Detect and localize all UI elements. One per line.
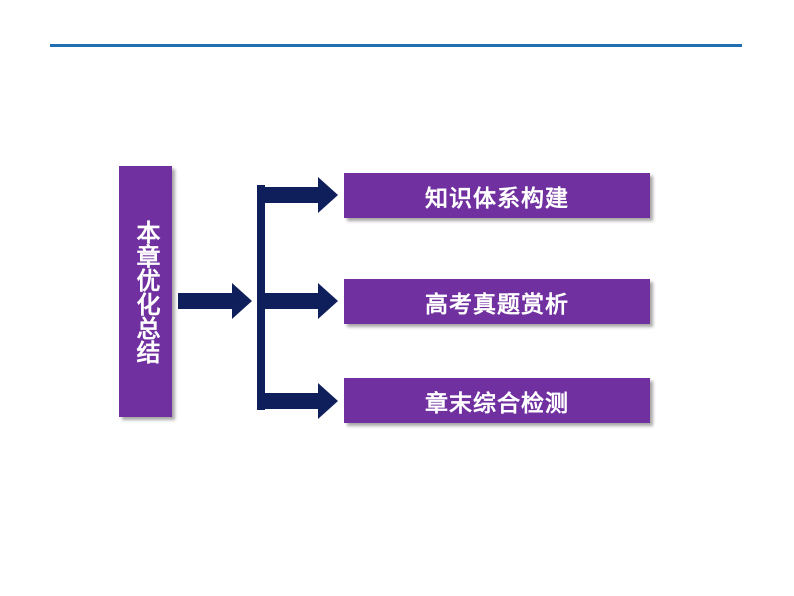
branch-arrow-2-icon xyxy=(265,283,338,319)
branch-node-label: 高考真题赏析 xyxy=(425,291,569,318)
branch-node-label: 章末综合检测 xyxy=(425,390,569,417)
branch-node-chapter-test: 章末综合检测 xyxy=(344,378,650,423)
bracket-bar xyxy=(257,185,265,410)
branch-arrow-3-icon xyxy=(265,383,338,419)
branch-node-exam-analysis: 高考真题赏析 xyxy=(344,279,650,324)
header-divider xyxy=(50,44,742,47)
root-node-label: 本章优化总结 xyxy=(132,219,160,364)
root-node-box: 本章优化总结 xyxy=(119,166,172,417)
main-arrow-icon xyxy=(178,283,252,319)
branch-arrow-1-icon xyxy=(265,177,338,213)
branch-node-knowledge-system: 知识体系构建 xyxy=(344,173,650,218)
branch-node-label: 知识体系构建 xyxy=(425,185,569,212)
